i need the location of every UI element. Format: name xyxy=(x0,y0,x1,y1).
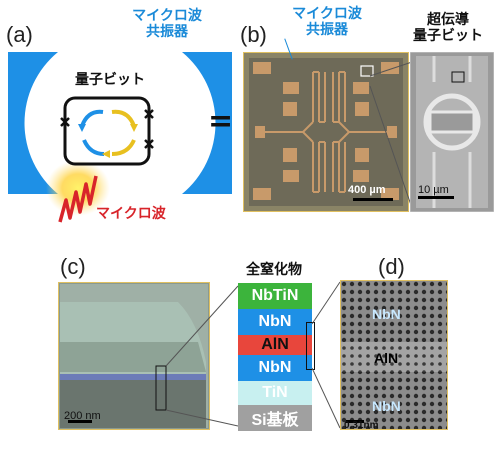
layer-tin: TiN xyxy=(238,381,312,405)
current-arrow-blue-top xyxy=(80,109,104,127)
current-arrow-yellow-top xyxy=(111,109,136,127)
josephson-junction-icon xyxy=(60,109,154,149)
zoom-connector xyxy=(369,61,413,209)
stack-title: 全窒化物 xyxy=(246,262,302,278)
scale-label-zoom: 10 µm xyxy=(418,184,449,196)
layer-nbn-bottom: NbN xyxy=(238,355,312,381)
scale-bar-zoom xyxy=(418,196,454,199)
qubit-label-a: 量子ビット xyxy=(75,72,145,88)
resonator-label-a-line1: マイクロ波 xyxy=(132,8,202,24)
resonator-label-b-line2: 共振器 xyxy=(306,22,348,38)
layer-aln: AlN xyxy=(238,335,312,355)
chip-micrograph xyxy=(243,52,409,212)
scale-label-main: 400 µm xyxy=(348,184,386,196)
zoom-region-box xyxy=(360,65,374,77)
superconducting-qubit-label-line1: 超伝導 xyxy=(427,12,469,28)
panel-c-label: (c) xyxy=(60,254,86,279)
scale-label-c: 200 nm xyxy=(64,410,101,422)
resonator-label-b: マイクロ波 共振器 xyxy=(282,6,372,38)
resonator-label-a: マイクロ波 共振器 xyxy=(122,8,212,40)
panel-d-label: (d) xyxy=(378,254,405,279)
microwave-wave xyxy=(58,175,98,223)
current-arrow-blue-bottom xyxy=(82,139,105,156)
scale-bar-c xyxy=(68,420,92,423)
scale-bar-d xyxy=(346,420,364,423)
current-arrow-yellow-bottom xyxy=(111,139,136,156)
resonator-qubit-schematic xyxy=(8,52,232,223)
layer-nbtin: NbTiN xyxy=(238,283,312,309)
panel-a-label: (a) xyxy=(6,22,33,47)
equals-sign: = xyxy=(208,104,234,139)
cross-section-sem xyxy=(58,282,210,430)
microwave-label-a: マイクロ波 xyxy=(96,206,166,222)
superconducting-qubit-label: 超伝導 量子ビット xyxy=(408,12,488,44)
qubit-loop xyxy=(63,96,151,166)
hrtem-label-top: NbN xyxy=(372,306,401,322)
hrtem-connector xyxy=(312,281,341,429)
layer-si-substrate: Si基板 xyxy=(238,405,312,431)
hrtem-label-bottom: NbN xyxy=(372,398,401,414)
stack-connector xyxy=(165,285,239,427)
scale-bar-main xyxy=(353,198,393,201)
layer-stack: NbTiN NbN AlN NbN TiN Si基板 xyxy=(238,283,312,431)
resonator-label-a-line2: 共振器 xyxy=(146,24,188,40)
stack-zoom-box xyxy=(306,322,315,370)
left-resonator-electrode xyxy=(8,52,58,194)
panel-b-label: (b) xyxy=(240,22,267,47)
qubit-zoom-micrograph xyxy=(410,52,494,212)
resonator-label-b-line1: マイクロ波 xyxy=(292,6,362,22)
scale-label-d: 0.31nm xyxy=(344,420,379,431)
hrtem-label-middle: AlN xyxy=(374,350,399,366)
layer-nbn-top: NbN xyxy=(238,309,312,335)
superconducting-qubit-label-line2: 量子ビット xyxy=(413,28,483,44)
right-resonator-electrode xyxy=(182,52,232,194)
hrtem-image xyxy=(340,280,448,430)
cross-section-zoom-box xyxy=(155,365,167,411)
microwave-glow xyxy=(46,160,110,216)
